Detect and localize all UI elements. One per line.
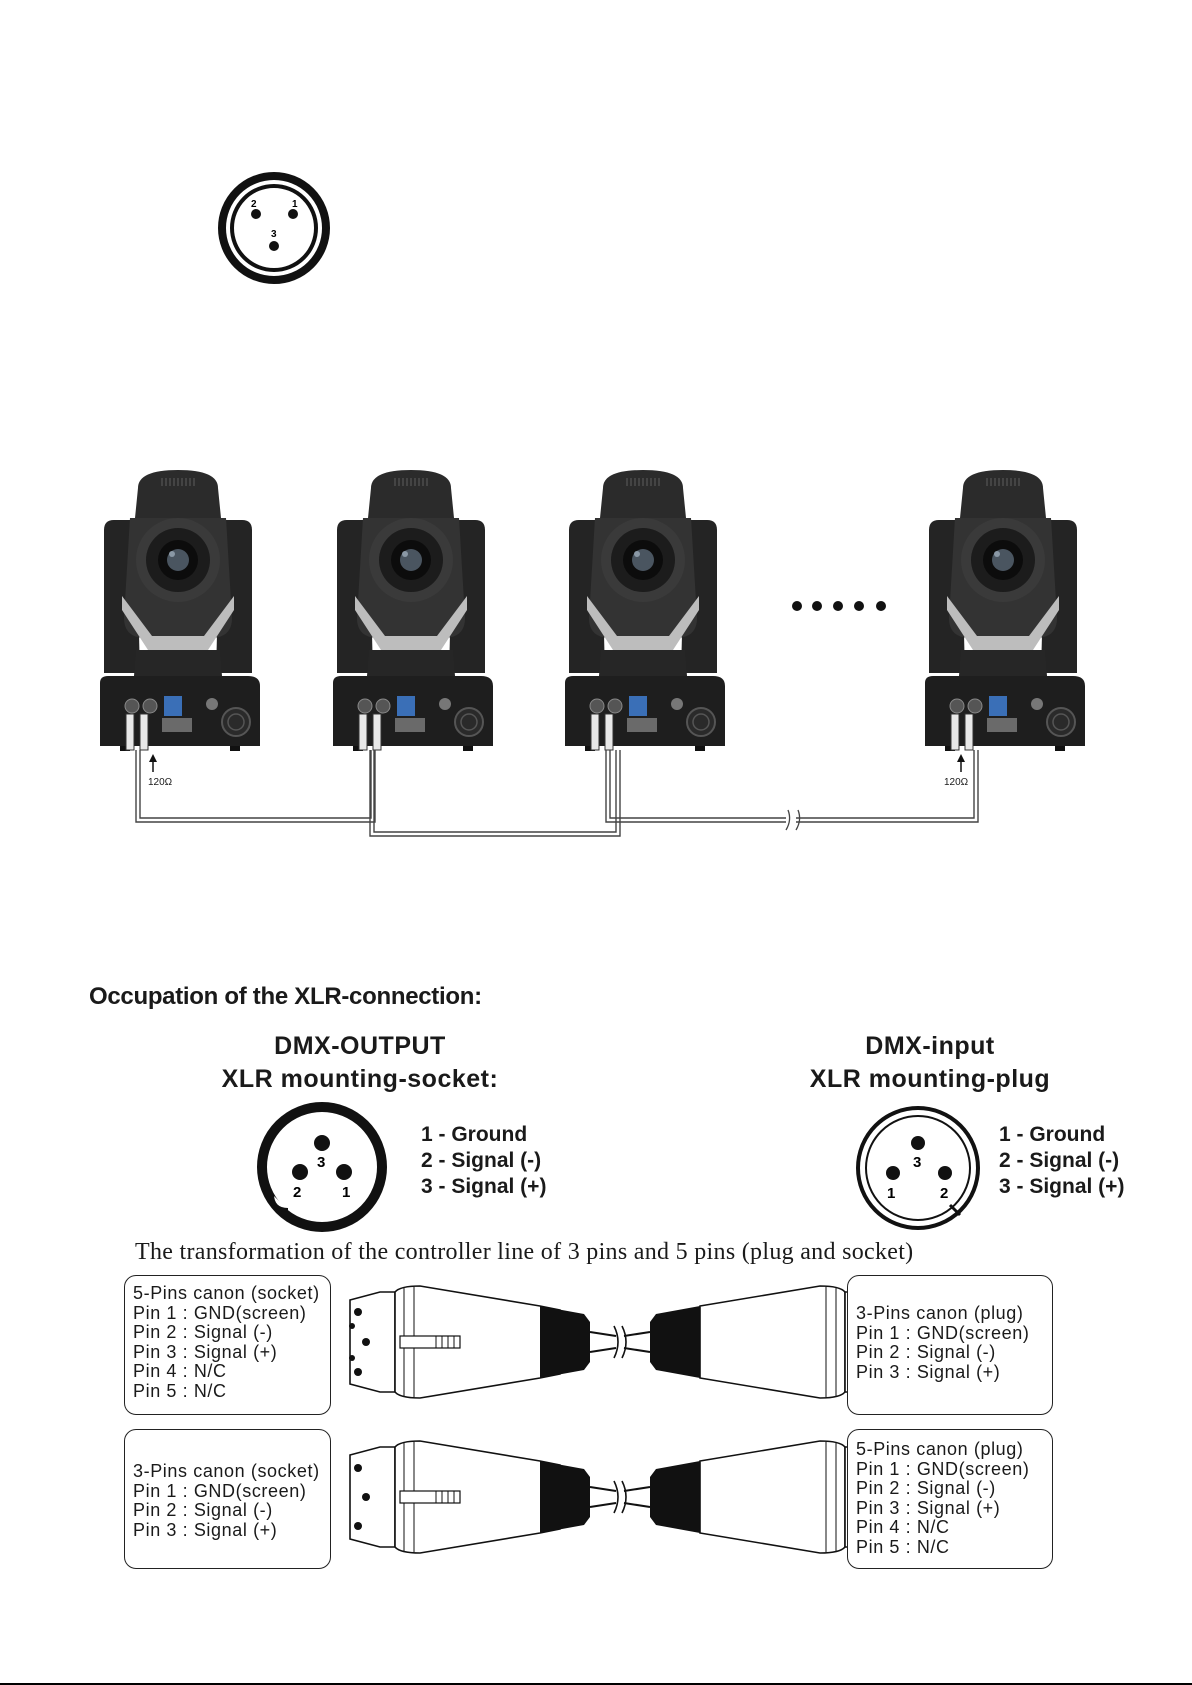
output-title: DMX-OUTPUT XLR mounting-socket: bbox=[190, 1030, 530, 1096]
output-label-1: 1 bbox=[342, 1184, 350, 1201]
cable1-left-line-1: Pin 1 : GND(screen) bbox=[133, 1302, 307, 1323]
adapter-cable-2 bbox=[349, 1440, 876, 1554]
cable1-left-line-5: Pin 5 : N/C bbox=[133, 1380, 227, 1401]
output-socket-diagram: 3 2 1 bbox=[257, 1102, 387, 1232]
cable1-left-line-4: Pin 4 : N/C bbox=[133, 1361, 227, 1381]
cable2-left-line-0: 3-Pins canon (socket) bbox=[133, 1461, 320, 1481]
input-pin-1: 1 - Ground bbox=[999, 1123, 1106, 1146]
input-title: DMX-input XLR mounting-plug bbox=[780, 1030, 1080, 1096]
input-title-line1: DMX-input bbox=[865, 1032, 995, 1060]
output-title-line2: XLR mounting-socket: bbox=[221, 1065, 499, 1093]
output-label-2: 2 bbox=[293, 1184, 301, 1201]
cable2-left-line-2: Pin 2 : Signal (-) bbox=[133, 1500, 273, 1520]
top-label-2: 2 bbox=[251, 199, 257, 210]
cable2-left-line-3: Pin 3 : Signal (+) bbox=[133, 1519, 278, 1540]
cable1-right-line-0: 3-Pins canon (plug) bbox=[856, 1303, 1024, 1323]
input-label-1: 1 bbox=[887, 1185, 895, 1202]
output-pin-1: 1 - Ground bbox=[421, 1123, 528, 1146]
cable2-left-box: 3-Pins canon (socket) Pin 1 : GND(screen… bbox=[124, 1429, 331, 1569]
cable2-right-line-2: Pin 2 : Signal (-) bbox=[856, 1478, 996, 1498]
terminator-label-left: 120Ω bbox=[148, 777, 173, 788]
section-title: Occupation of the XLR-connection: bbox=[89, 983, 482, 1010]
output-title-line1: DMX-OUTPUT bbox=[274, 1032, 446, 1060]
input-pin-2: 2 - Signal (-) bbox=[999, 1149, 1120, 1172]
cable2-right-line-0: 5-Pins canon (plug) bbox=[856, 1439, 1024, 1459]
cable1-left-line-0: 5-Pins canon (socket) bbox=[133, 1283, 320, 1303]
terminator-arrow-right bbox=[957, 754, 965, 772]
output-pin-3: 3 - Signal (+) bbox=[421, 1175, 547, 1198]
top-label-3: 3 bbox=[271, 229, 277, 240]
top-label-1: 1 bbox=[292, 199, 298, 210]
cable2-right-line-4: Pin 4 : N/C bbox=[856, 1517, 950, 1537]
top-pin-3 bbox=[269, 241, 279, 251]
cable2-right-line-5: Pin 5 : N/C bbox=[856, 1536, 950, 1557]
input-pin-list: 1 - Ground 2 - Signal (-) 3 - Signal (+) bbox=[999, 1122, 1124, 1200]
input-pin-3: 3 - Signal (+) bbox=[999, 1175, 1125, 1198]
page-bottom-rule bbox=[0, 1683, 1192, 1685]
terminator-arrow-left bbox=[149, 754, 157, 772]
cable1-right-line-1: Pin 1 : GND(screen) bbox=[856, 1322, 1030, 1343]
transformation-caption: The transformation of the controller lin… bbox=[135, 1239, 914, 1265]
output-label-3: 3 bbox=[317, 1154, 325, 1171]
dmx-cable-run bbox=[135, 750, 979, 837]
input-title-line2: XLR mounting-plug bbox=[809, 1065, 1051, 1093]
cable2-right-line-1: Pin 1 : GND(screen) bbox=[856, 1458, 1030, 1479]
cable1-right-box: 3-Pins canon (plug) Pin 1 : GND(screen) … bbox=[847, 1275, 1053, 1415]
output-pin-2: 2 - Signal (-) bbox=[421, 1149, 542, 1172]
adapter-cable-1 bbox=[349, 1285, 878, 1399]
terminator-label-right: 120Ω bbox=[944, 777, 969, 788]
cable-break-mark bbox=[785, 809, 801, 831]
input-label-2: 2 bbox=[940, 1185, 948, 1202]
cable1-right-line-2: Pin 2 : Signal (-) bbox=[856, 1342, 996, 1362]
top-pin-1 bbox=[288, 209, 298, 219]
cable2-right-box: 5-Pins canon (plug) Pin 1 : GND(screen) … bbox=[847, 1429, 1053, 1569]
cable1-left-line-3: Pin 3 : Signal (+) bbox=[133, 1341, 278, 1362]
input-plug-diagram: 3 1 2 bbox=[856, 1106, 980, 1230]
cable1-left-box: 5-Pins canon (socket) Pin 1 : GND(screen… bbox=[124, 1275, 331, 1415]
output-pin-list: 1 - Ground 2 - Signal (-) 3 - Signal (+) bbox=[421, 1122, 546, 1200]
cable2-right-line-3: Pin 3 : Signal (+) bbox=[856, 1497, 1001, 1518]
ellipsis-dots bbox=[792, 601, 886, 611]
input-label-3: 3 bbox=[913, 1154, 921, 1171]
top-pin-2 bbox=[251, 209, 261, 219]
cable2-left-line-1: Pin 1 : GND(screen) bbox=[133, 1480, 307, 1501]
cable1-left-line-2: Pin 2 : Signal (-) bbox=[133, 1322, 273, 1342]
cable1-right-line-3: Pin 3 : Signal (+) bbox=[856, 1361, 1001, 1382]
